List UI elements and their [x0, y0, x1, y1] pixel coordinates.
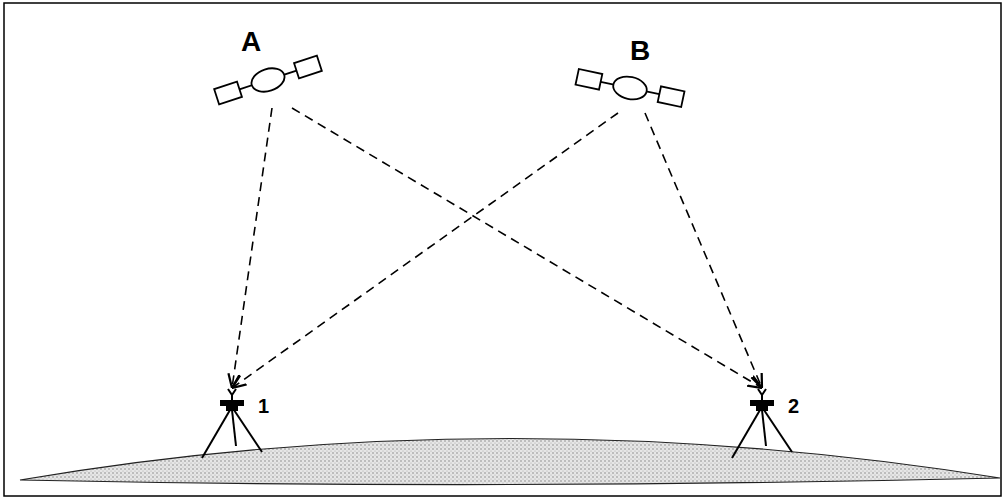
satellite-label: B — [630, 37, 650, 65]
satellite-label: A — [241, 28, 261, 56]
signal-ray — [292, 108, 762, 388]
satellite: A — [205, 28, 330, 108]
satellite-icon — [205, 28, 330, 108]
satellite: B — [575, 35, 700, 113]
receiver: 1 — [200, 388, 280, 460]
frame — [4, 3, 1001, 496]
station-number: 2 — [788, 396, 799, 416]
earth-surface — [20, 438, 1000, 484]
receiver: 2 — [730, 388, 810, 460]
signal-ray — [232, 113, 618, 388]
station-number: 1 — [258, 396, 269, 416]
signal-ray — [645, 113, 762, 388]
signal-ray — [232, 108, 272, 388]
